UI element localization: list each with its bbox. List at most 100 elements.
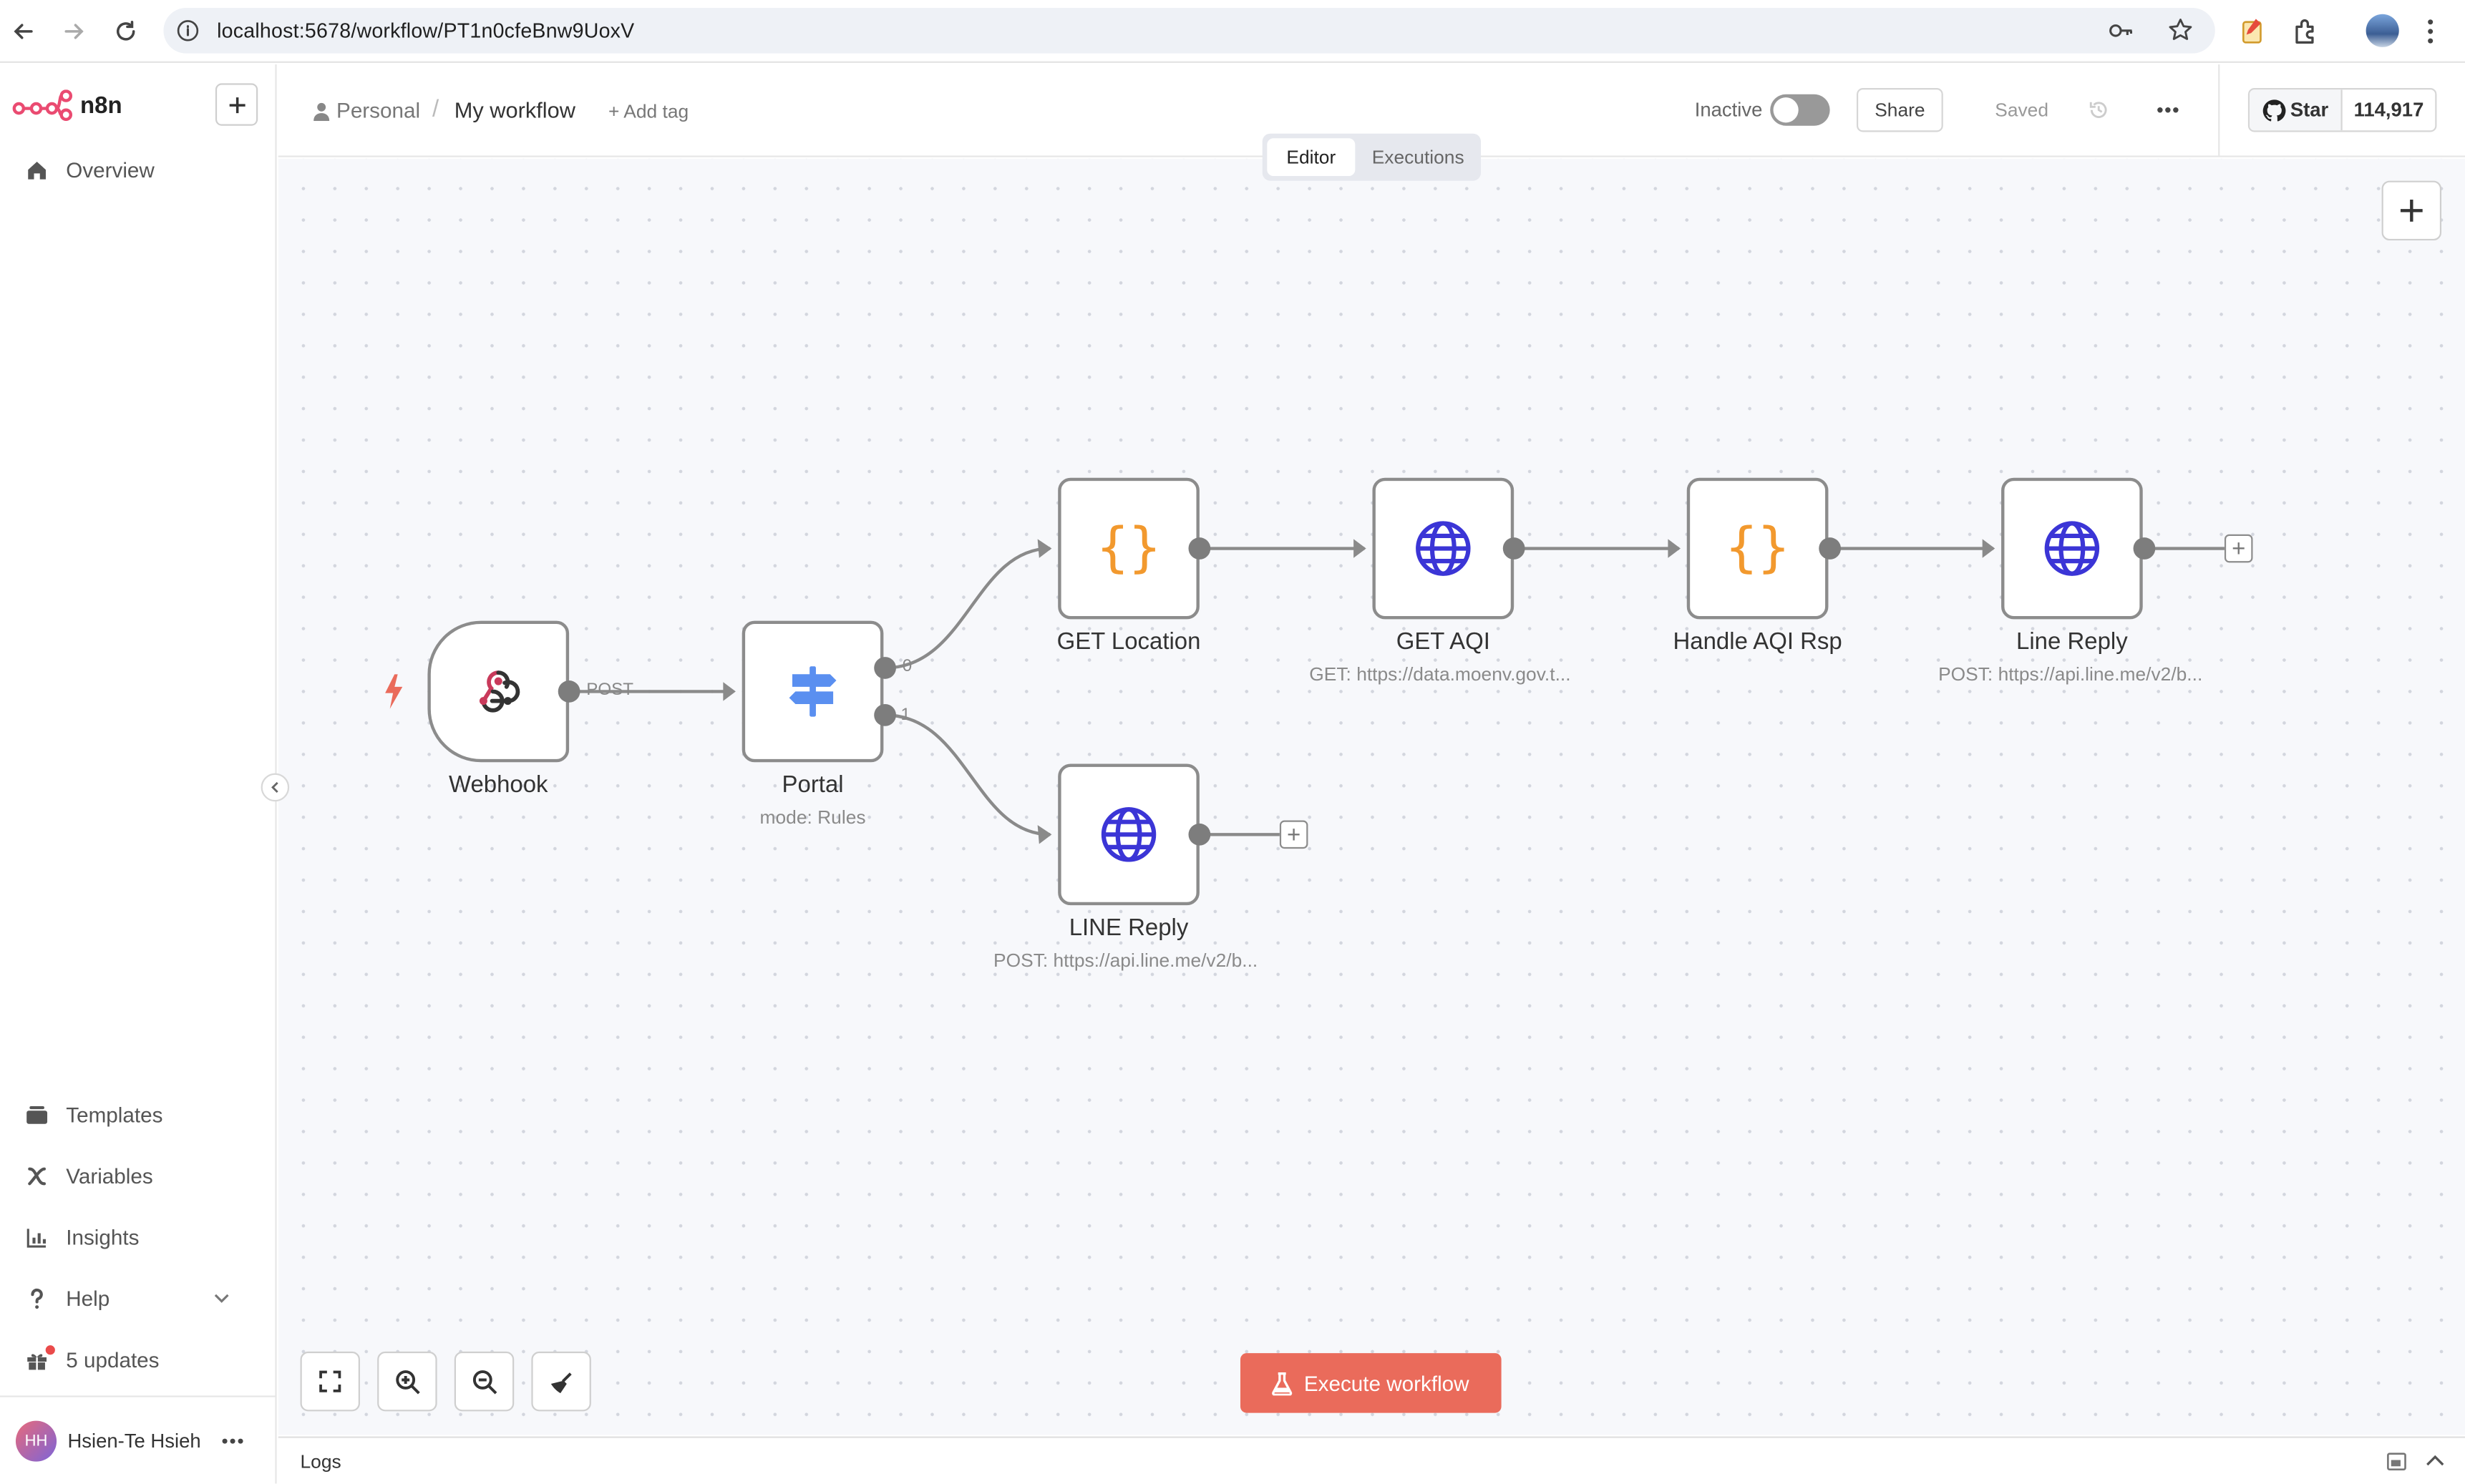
node-line-reply-top[interactable] bbox=[2001, 477, 2143, 620]
arrow-right-icon bbox=[64, 24, 84, 39]
note-extension-icon[interactable] bbox=[2240, 17, 2265, 46]
site-info-icon[interactable] bbox=[176, 19, 200, 42]
add-node-button[interactable] bbox=[2381, 180, 2442, 241]
reload-button[interactable] bbox=[109, 14, 143, 49]
node-handle-aqi-rsp[interactable]: {} bbox=[1686, 477, 1829, 620]
output-handle[interactable] bbox=[558, 680, 580, 703]
fullscreen-icon bbox=[319, 1370, 341, 1392]
create-new-button[interactable] bbox=[215, 83, 258, 126]
node-get-location[interactable]: {} bbox=[1058, 477, 1200, 620]
sidebar-item-label: Help bbox=[66, 1286, 110, 1310]
node-label-line-reply-top: Line Reply bbox=[2016, 628, 2128, 655]
plus-icon: + bbox=[2232, 534, 2246, 562]
sidebar-item-label: Insights bbox=[66, 1225, 140, 1249]
output-handle[interactable] bbox=[874, 704, 896, 726]
sidebar-item-insights[interactable]: Insights bbox=[0, 1211, 277, 1261]
add-tag-button[interactable]: + Add tag bbox=[608, 100, 689, 123]
node-subtitle-line-reply-top: POST: https://api.line.me/v2/b... bbox=[1938, 663, 2203, 685]
sidebar-item-updates[interactable]: 5 updates bbox=[0, 1334, 277, 1385]
svg-text:{}: {} bbox=[1099, 519, 1158, 578]
output-handle[interactable] bbox=[1819, 537, 1842, 560]
profile-avatar[interactable] bbox=[2366, 14, 2399, 47]
broom-icon bbox=[550, 1372, 571, 1393]
zoom-in-button[interactable] bbox=[377, 1351, 437, 1412]
github-star-button[interactable]: Star bbox=[2250, 89, 2343, 131]
sidebar-item-help[interactable]: Help bbox=[0, 1273, 277, 1323]
user-menu-icon[interactable] bbox=[222, 1438, 244, 1445]
pop-out-icon[interactable] bbox=[2386, 1453, 2407, 1471]
sidebar-item-overview[interactable]: Overview bbox=[0, 145, 277, 195]
history-icon[interactable] bbox=[2088, 99, 2110, 121]
view-tabs: Editor Executions bbox=[1262, 133, 1482, 181]
sidebar-item-label: 5 updates bbox=[66, 1347, 160, 1372]
github-star-widget[interactable]: Star 114,917 bbox=[2247, 88, 2437, 132]
user-name: Hsien-Te Hsieh bbox=[67, 1430, 201, 1453]
webhook-icon bbox=[479, 670, 520, 713]
collapse-sidebar-button[interactable] bbox=[261, 773, 290, 802]
output-handle[interactable] bbox=[874, 657, 896, 679]
forward-button[interactable] bbox=[57, 14, 91, 49]
user-avatar[interactable]: HH bbox=[15, 1420, 57, 1462]
variable-icon bbox=[28, 1166, 46, 1185]
chart-icon bbox=[26, 1228, 46, 1247]
kebab-menu-icon[interactable] bbox=[2426, 17, 2435, 46]
back-button[interactable] bbox=[6, 14, 41, 49]
edge-label-0: 0 bbox=[902, 657, 913, 676]
sidebar-item-templates[interactable]: Templates bbox=[0, 1089, 277, 1139]
node-label-handle-aqi: Handle AQI Rsp bbox=[1673, 628, 1842, 655]
n8n-logo[interactable]: n8n bbox=[12, 89, 122, 122]
star-bookmark-icon[interactable] bbox=[2168, 17, 2193, 42]
logs-panel-bar[interactable]: Logs bbox=[278, 1436, 2465, 1484]
node-label-webhook: Webhook bbox=[448, 771, 548, 799]
node-webhook[interactable] bbox=[427, 620, 570, 763]
toggle-knob bbox=[1773, 97, 1799, 123]
node-subtitle-portal: mode: Rules bbox=[759, 806, 866, 829]
address-bar[interactable]: localhost:5678/workflow/PT1n0cfeBnw9UoxV bbox=[163, 7, 2215, 54]
workflow-name[interactable]: My workflow bbox=[454, 97, 575, 123]
question-icon bbox=[31, 1287, 43, 1309]
workflow-canvas[interactable] bbox=[278, 158, 2465, 1435]
more-options-icon[interactable] bbox=[2157, 107, 2179, 113]
svg-text:{}: {} bbox=[1728, 519, 1787, 578]
zoom-in-icon bbox=[395, 1369, 419, 1394]
share-button[interactable]: Share bbox=[1856, 88, 1943, 132]
sidebar-divider bbox=[0, 1395, 277, 1397]
home-icon bbox=[28, 160, 46, 179]
tab-executions[interactable]: Executions bbox=[1371, 146, 1464, 169]
globe-icon bbox=[1101, 807, 1157, 862]
tidy-up-button[interactable] bbox=[531, 1351, 591, 1412]
node-get-aqi[interactable] bbox=[1372, 477, 1515, 620]
output-handle[interactable] bbox=[2133, 537, 2156, 560]
github-star-count: 114,917 bbox=[2353, 99, 2424, 122]
breadcrumb-project[interactable]: Personal bbox=[336, 99, 421, 123]
tab-editor[interactable]: Editor bbox=[1267, 138, 1356, 177]
node-portal[interactable] bbox=[742, 620, 884, 763]
connection-portal-getlocation bbox=[885, 547, 1051, 670]
n8n-logo-icon bbox=[12, 89, 73, 122]
fit-view-button[interactable] bbox=[300, 1351, 360, 1412]
zoom-out-button[interactable] bbox=[454, 1351, 515, 1412]
gift-icon bbox=[27, 1353, 47, 1370]
output-handle[interactable] bbox=[1188, 537, 1211, 560]
template-icon bbox=[26, 1105, 48, 1123]
saved-status: Saved bbox=[1995, 99, 2049, 122]
execute-workflow-button[interactable]: Execute workflow bbox=[1240, 1353, 1502, 1413]
globe-icon bbox=[1416, 521, 1471, 576]
add-next-node-button[interactable]: + bbox=[1279, 820, 1308, 849]
arrow-left-icon bbox=[14, 24, 33, 39]
user-icon bbox=[313, 102, 330, 122]
extensions-puzzle-icon[interactable] bbox=[2292, 17, 2320, 46]
plus-icon bbox=[2400, 199, 2423, 222]
notification-dot bbox=[45, 1344, 55, 1354]
active-toggle[interactable] bbox=[1770, 94, 1830, 126]
output-handle[interactable] bbox=[1188, 823, 1211, 846]
signpost-icon bbox=[789, 666, 837, 717]
add-next-node-button[interactable]: + bbox=[2224, 534, 2253, 563]
chevron-up-icon[interactable] bbox=[2426, 1454, 2444, 1467]
sidebar-item-variables[interactable]: Variables bbox=[0, 1151, 277, 1201]
sidebar-item-label: Variables bbox=[66, 1163, 153, 1188]
node-line-reply-bottom[interactable] bbox=[1058, 763, 1200, 906]
output-handle[interactable] bbox=[1502, 537, 1525, 560]
plus-icon: + bbox=[1287, 821, 1301, 848]
key-icon[interactable] bbox=[2108, 19, 2134, 42]
